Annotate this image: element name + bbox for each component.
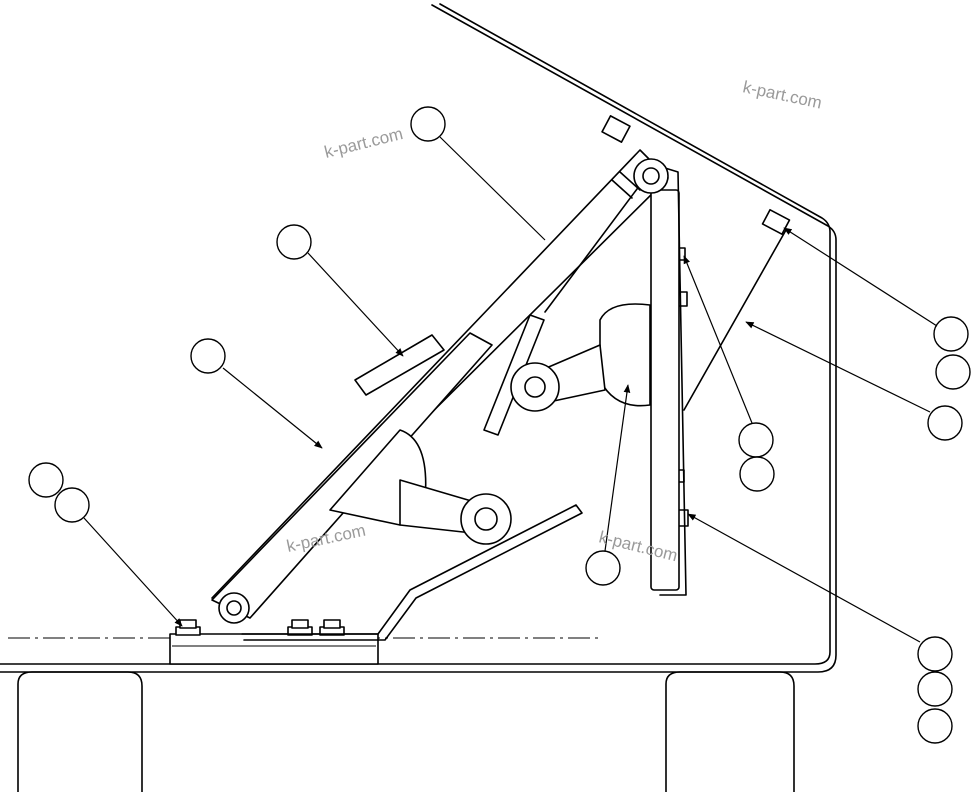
floor-bracket — [241, 504, 583, 641]
bolt-right — [761, 208, 791, 236]
watermark-2: k-part.com — [741, 77, 823, 112]
callout-9a — [917, 636, 953, 672]
callout-9b — [917, 671, 953, 707]
callouts — [28, 106, 971, 744]
callout-4a — [28, 462, 64, 498]
callout-1 — [410, 106, 446, 142]
seat-back-plate — [650, 167, 687, 596]
bolt-top — [601, 115, 631, 143]
stay-bar — [683, 229, 787, 411]
seat-cushion-pad — [211, 332, 493, 619]
callout-9c — [917, 708, 953, 744]
callout-2 — [276, 224, 312, 260]
support-left — [17, 671, 143, 792]
callout-3 — [190, 338, 226, 374]
callout-5 — [585, 550, 621, 586]
callout-6a — [738, 422, 774, 458]
bolt-left — [175, 619, 201, 636]
leader-lines — [83, 136, 938, 643]
callout-8a — [933, 316, 969, 352]
watermark-1: k-part.com — [322, 124, 405, 162]
support-right — [665, 671, 795, 792]
upper-pivot — [633, 158, 669, 194]
callout-6b — [739, 456, 775, 492]
callout-8b — [935, 354, 971, 390]
bolt-mid-1 — [287, 619, 313, 636]
callout-7 — [927, 405, 963, 441]
upper-damper — [510, 303, 651, 412]
cab-panel — [0, 3, 837, 673]
lower-pivot — [218, 592, 250, 624]
lower-damper — [329, 429, 512, 545]
bolt-mid-2 — [319, 619, 345, 636]
callout-4b — [54, 487, 90, 523]
base-plate — [169, 633, 379, 665]
